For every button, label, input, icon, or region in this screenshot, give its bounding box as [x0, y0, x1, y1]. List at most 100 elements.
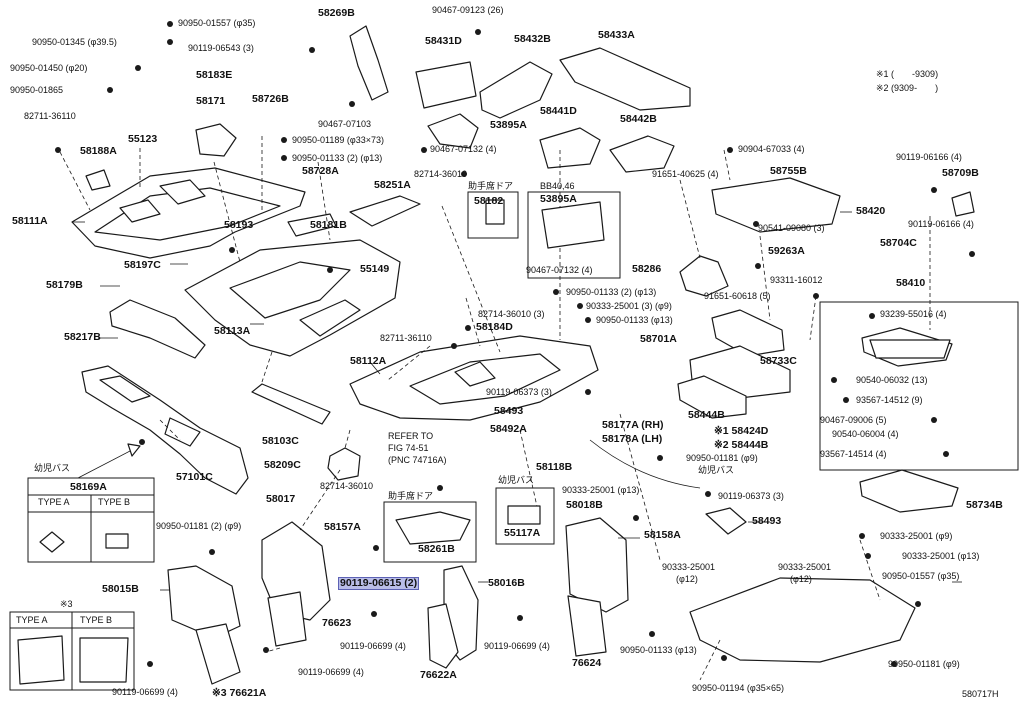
label-90333-25001f: 90333-25001 (φ13)	[902, 551, 980, 561]
label-58433a: 58433A	[598, 29, 635, 41]
label-82714-36010c: 82714-36010	[320, 481, 374, 491]
label-90950-01133a: 90950-01133 (2) (φ13)	[292, 153, 383, 163]
label-90950-01345: 90950-01345 (φ39.5)	[32, 37, 117, 47]
label-58169a: 58169A	[70, 481, 107, 493]
label-58493a: 58493	[494, 405, 524, 417]
label-90333-25001d-size: (φ12)	[676, 574, 698, 584]
pad-76622a	[427, 603, 459, 669]
type-b-1: TYPE B	[98, 497, 131, 507]
panel-58432b	[479, 61, 553, 119]
label-82714-36010b: 82714-36010 (3)	[478, 309, 545, 319]
floor-pan-58112a	[349, 335, 599, 421]
label-55149: 55149	[360, 263, 390, 275]
label-59263a: 59263A	[768, 245, 805, 257]
label-58171: 58171	[196, 95, 226, 107]
floor-pan-58113a	[184, 239, 401, 357]
note-3: ※3	[60, 599, 73, 609]
pad-58171	[195, 123, 237, 157]
label-58217b: 58217B	[64, 331, 101, 343]
label-90467-07132b: 90467-07132 (4)	[526, 265, 593, 275]
note-passenger-door-2: 助手席ドア	[388, 491, 434, 501]
side-sill-58217b	[109, 299, 206, 359]
note-ref-c: (PNC 74716A)	[388, 455, 447, 465]
label-90950-01189: 90950-01189 (φ33×73)	[292, 135, 384, 145]
label-58733c: 58733C	[760, 355, 797, 367]
label-90540-06032: 90540-06032 (13)	[856, 375, 928, 385]
label-90541-09080: 90541-09080 (3)	[758, 223, 825, 233]
label-53895a-box: 53895A	[540, 193, 577, 205]
label-58410: 58410	[896, 277, 926, 289]
label-58444b: 58444B	[688, 409, 725, 421]
detail-boxes	[9, 191, 1019, 691]
label-58197c: 58197C	[124, 259, 161, 271]
label-90467-09006: 90467-09006 (5)	[820, 415, 887, 425]
cup-58209c	[327, 447, 361, 481]
cross-member-58103c	[251, 383, 331, 425]
label-58193: 58193	[224, 219, 254, 231]
label-90119-06699d: 90119-06699 (4)	[112, 687, 178, 697]
panel-58018b	[565, 517, 629, 613]
label-58726b: 58726B	[252, 93, 289, 105]
label-93567-14514: 93567-14514 (4)	[820, 449, 887, 459]
note-n2: ※2 (9309- )	[876, 83, 939, 93]
label-57101c: 57101C	[176, 471, 213, 483]
bracket-53895a	[427, 113, 479, 149]
frame-58701a	[711, 309, 785, 357]
bracket-58442b	[609, 135, 675, 173]
label-58701a: 58701A	[640, 333, 677, 345]
boot-58286	[679, 255, 729, 297]
label-90119-06699b: 90119-06699 (4)	[484, 641, 550, 651]
label-90119-06166b: 90119-06166 (4)	[908, 219, 974, 229]
bracket-58709b	[951, 191, 975, 217]
label-58251a: 58251A	[374, 179, 411, 191]
label-90119-06373a: 90119-06373 (3)	[486, 387, 552, 397]
label-90119-06373b: 90119-06373 (3)	[718, 491, 784, 501]
label-90333-25001e-size: (φ12)	[790, 574, 812, 584]
label-58182: 58182	[474, 195, 504, 207]
label-58286: 58286	[632, 263, 662, 275]
label-58261b: 58261B	[418, 543, 455, 555]
label-90333-25001c: 90333-25001 (φ9)	[880, 531, 953, 541]
label-90950-01181c: 90950-01181 (φ9)	[888, 659, 960, 669]
label-58017: 58017	[266, 493, 296, 505]
fasteners	[55, 21, 975, 667]
label-58492a: 58492A	[490, 423, 527, 435]
seal-58444b	[677, 375, 747, 419]
label-58157a: 58157A	[324, 521, 361, 533]
label-90119-06615-highlighted[interactable]: 90119-06615 (2)	[338, 577, 420, 590]
label-58420: 58420	[856, 205, 886, 217]
leader-lines	[72, 211, 962, 591]
floor-lower-right	[689, 577, 916, 663]
label-58432b: 58432B	[514, 33, 551, 45]
label-90950-01194: 90950-01194 (φ35×65)	[692, 683, 784, 693]
label-90467-07103: 90467-07103	[318, 119, 372, 129]
label-55123: 55123	[128, 133, 158, 145]
bracket-58269b	[349, 25, 389, 101]
label-93239-55016: 93239-55016 (4)	[880, 309, 947, 319]
label-90950-01450: 90950-01450 (φ20)	[10, 63, 88, 73]
label-58181b: 58181B	[310, 219, 347, 231]
label-93567-14512: 93567-14512 (9)	[856, 395, 923, 405]
label-90950-01133c: 90950-01133 (φ13)	[596, 315, 673, 325]
label-90950-01181a: 90950-01181 (φ9)	[686, 453, 758, 463]
assembly-lines	[59, 136, 931, 681]
panel-58431d	[415, 61, 477, 109]
type-a-1: TYPE A	[38, 497, 70, 507]
footer-code: 580717H	[962, 689, 999, 699]
label-90950-01557b: 90950-01557 (φ35)	[882, 571, 960, 581]
label-58015b: 58015B	[102, 583, 139, 595]
label-90333-25001a: 90333-25001 (3) (φ9)	[586, 301, 672, 311]
arrow-refer	[589, 439, 701, 489]
label-90540-06004: 90540-06004 (4)	[832, 429, 899, 439]
label-91651-40625: 91651-40625 (4)	[652, 169, 719, 179]
label-58709b: 58709B	[942, 167, 979, 179]
label-90333-25001b: 90333-25001 (φ13)	[562, 485, 640, 495]
note-ref-b: FIG 74-51	[388, 443, 429, 453]
label-58178a: 58178A (LH)	[602, 433, 663, 445]
label-58103c: 58103C	[262, 435, 299, 447]
note-ref-a: REFER TO	[388, 431, 434, 441]
note-passenger-door-1: 助手席ドア	[468, 181, 514, 191]
label-58188a: 58188A	[80, 145, 117, 157]
type-a-2: TYPE A	[16, 615, 48, 625]
